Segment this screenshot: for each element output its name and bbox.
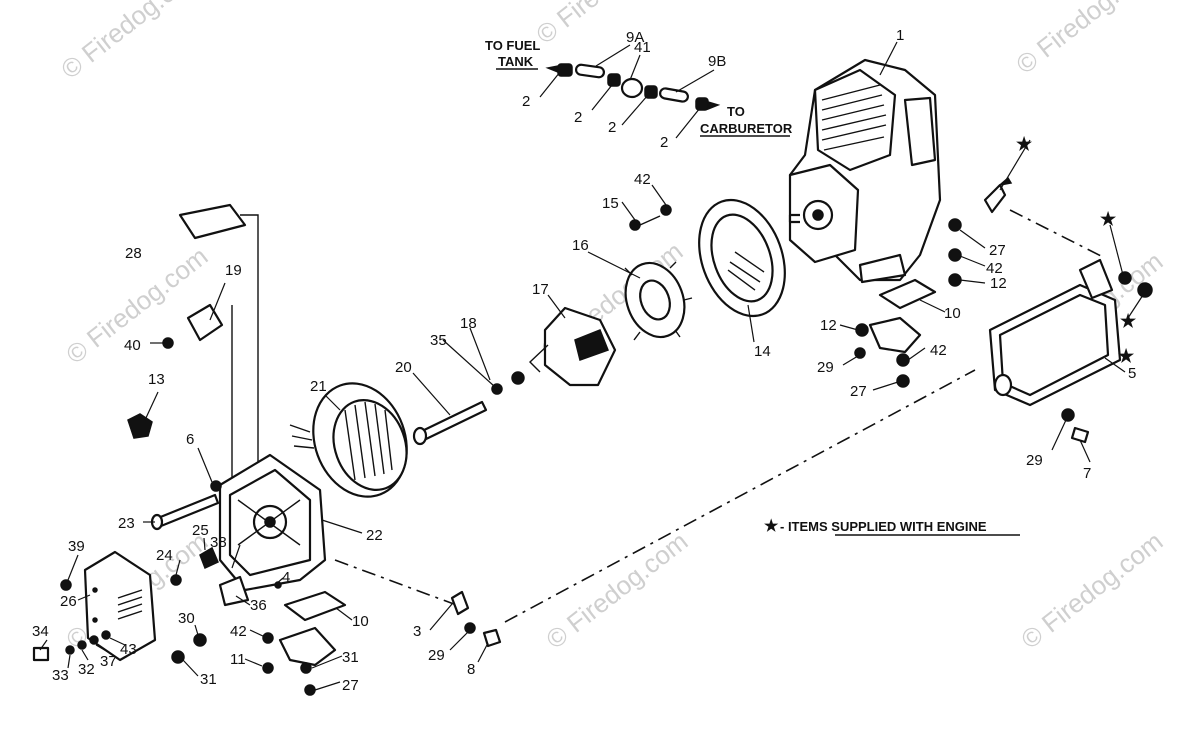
part-17-block [528,306,617,387]
part-label: 2 [608,119,616,136]
carb-note: CARBURETOR [700,121,793,136]
watermark: © Firedog.com [55,0,208,85]
fuel-tank-note-line2: TANK [498,54,534,69]
part-label: 36 [250,597,267,614]
engine [788,58,942,284]
fuel-line-parts [545,63,721,111]
part-label: 27 [850,383,867,400]
rotor-housing [698,198,786,318]
part-label: 3 [413,623,421,640]
part-label: 2 [574,109,582,126]
bolt-23 [150,493,220,531]
part-label: 10 [944,305,961,322]
part-labels: 1 2 2 2 2 9A 41 9B 3 4 5 6 7 8 10 10 10 … [32,27,1136,694]
part-label: 39 [68,538,85,555]
part-label: 8 [467,661,475,678]
part-label: 40 [124,337,141,354]
watermark: © Firedog.com [530,0,683,50]
bracket-10 [278,278,937,667]
legend-star: ★ [764,518,779,535]
part-label: 29 [1026,452,1043,469]
fan [624,261,693,341]
leader-lines [39,41,1144,691]
part-label: 42 [634,171,651,188]
part-label: 14 [754,343,771,360]
part-label: 12 [990,275,1007,292]
part-label: 27 [342,677,359,694]
part-label: 12 [820,317,837,334]
part-label: 20 [395,359,412,376]
part-label: 42 [930,342,947,359]
end-bell [218,453,327,592]
part-label: 19 [225,262,242,279]
part-label: 21 [310,378,327,395]
part-label: 27 [989,242,1006,259]
part-label: 5 [1128,365,1136,382]
part-label: 34 [32,623,49,640]
part-label: 41 [634,39,651,56]
part-label: 13 [148,371,165,388]
part-label: 17 [532,281,549,298]
part-label: 42 [986,260,1003,277]
part-label: 35 [430,332,447,349]
watermark: © Firedog.com [1015,526,1168,655]
part-label: 38 [210,534,227,551]
part-label: 6 [186,431,194,448]
star-marker: ★ [1016,134,1033,154]
fuel-tank-note: TO FUEL [485,38,540,53]
part-label: 22 [366,527,383,544]
legend-text: - ITEMS SUPPLIED WITH ENGINE [780,519,987,534]
part-label: 31 [200,671,217,688]
part-label: 4 [282,569,290,586]
part-label: 1 [896,27,904,44]
watermark: © Firedog.com [1010,0,1163,80]
part-label: 24 [156,547,173,564]
stud-bolt [412,400,488,446]
part-label: 33 [52,667,69,684]
part-label: 37 [100,653,117,670]
part-label: 7 [1083,465,1091,482]
part-label: 32 [78,661,95,678]
part-label: 2 [522,93,530,110]
part-label: 29 [817,359,834,376]
part-label: 18 [460,315,477,332]
part-label: 42 [230,623,247,640]
star-markers: ★ ★ ★ ★ [1016,134,1137,366]
carb-note-to: TO [727,104,745,119]
stator [289,382,408,498]
fasteners [491,176,1153,444]
star-marker: ★ [1100,209,1117,229]
part-label: 31 [342,649,359,666]
part-label: 23 [118,515,135,532]
star-marker: ★ [1120,311,1137,331]
part-label: 10 [352,613,369,630]
star-marker: ★ [1118,346,1135,366]
part-label: 28 [125,245,142,262]
part-label: 26 [60,593,77,610]
part-label: 25 [192,522,209,539]
part-label: 9A [626,29,644,46]
part-label: 16 [572,237,589,254]
part-label: 9B [708,53,726,70]
muffler [988,258,1122,407]
part-label: 11 [230,651,246,668]
part-label: 15 [602,195,619,212]
part-label: 30 [178,610,195,627]
part-label: 29 [428,647,445,664]
part-label: 43 [120,641,137,658]
notes: TO FUEL TANK TO CARBURETOR ★ - ITEMS SUP… [485,38,1020,536]
part-label: 2 [660,134,668,151]
